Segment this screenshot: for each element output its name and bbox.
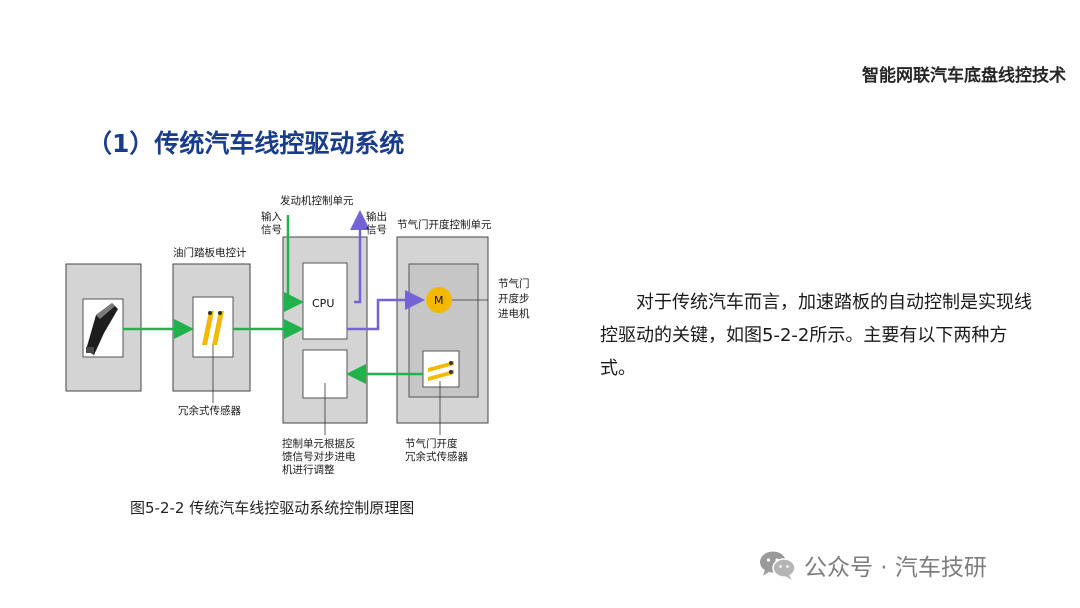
label-feedback-2: 馈信号对步进电 — [282, 450, 356, 463]
wechat-icon — [760, 551, 796, 580]
body-text: 对于传统汽车而言，加速踏板的自动控制是实现线控驱动的关键，如图5-2-2所示。主… — [600, 286, 1040, 385]
header-title: 智能网联汽车底盘线控技术 — [862, 66, 1066, 86]
throttle-control-diagram: 发动机控制单元 输入 信号 输出 信号 节气门开度控制单元 油门踏板电控计 节气… — [65, 194, 530, 476]
body-paragraph: 对于传统汽车而言，加速踏板的自动控制是实现线控驱动的关键，如图5-2-2所示。主… — [600, 292, 1032, 379]
stepper-motor-icon — [426, 287, 452, 313]
redundant-sensor-icon — [202, 311, 224, 345]
label-feedback-1: 控制单元根据反 — [282, 437, 356, 450]
label-feedback-3: 机进行调整 — [282, 463, 335, 476]
cpu-frame — [302, 262, 348, 340]
output-signal-line — [350, 210, 370, 304]
accelerator-pedal-icon — [86, 303, 118, 355]
watermark: 公众号 · 汽车技研 — [758, 548, 987, 582]
throttle-sensor-icon — [428, 361, 454, 381]
watermark-text: 公众号 · 汽车技研 — [804, 555, 987, 581]
label-motor-desc-2: 开度步 — [498, 292, 530, 305]
label-output-2: 信号 — [366, 224, 387, 236]
label-motor: M — [434, 294, 444, 307]
label-output-1: 输出 — [366, 210, 387, 223]
label-pedal: 油门踏板电控计 — [173, 246, 247, 259]
section-title: （1）传统汽车线控驱动系统 — [87, 129, 405, 158]
throttle-sensor-frame — [422, 350, 460, 388]
cpu-to-motor-line — [347, 290, 425, 331]
label-throttle-sensor-1: 节气门开度 — [405, 437, 458, 450]
label-motor-desc-3: 进电机 — [498, 307, 530, 320]
figure-caption: 图5-2-2 传统汽车线控驱动系统控制原理图 — [130, 499, 415, 517]
label-motor-desc-1: 节气门 — [498, 277, 530, 290]
label-throttle-sensor-2: 冗余式传感器 — [405, 450, 468, 463]
label-input-2: 信号 — [261, 224, 282, 236]
input-signal-line — [284, 215, 304, 312]
label-redundant: 冗余式传感器 — [178, 404, 241, 417]
label-cpu: CPU — [312, 297, 334, 310]
label-ecu: 发动机控制单元 — [280, 194, 354, 207]
label-throttle-unit: 节气门开度控制单元 — [397, 218, 492, 231]
label-input-1: 输入 — [261, 210, 282, 223]
